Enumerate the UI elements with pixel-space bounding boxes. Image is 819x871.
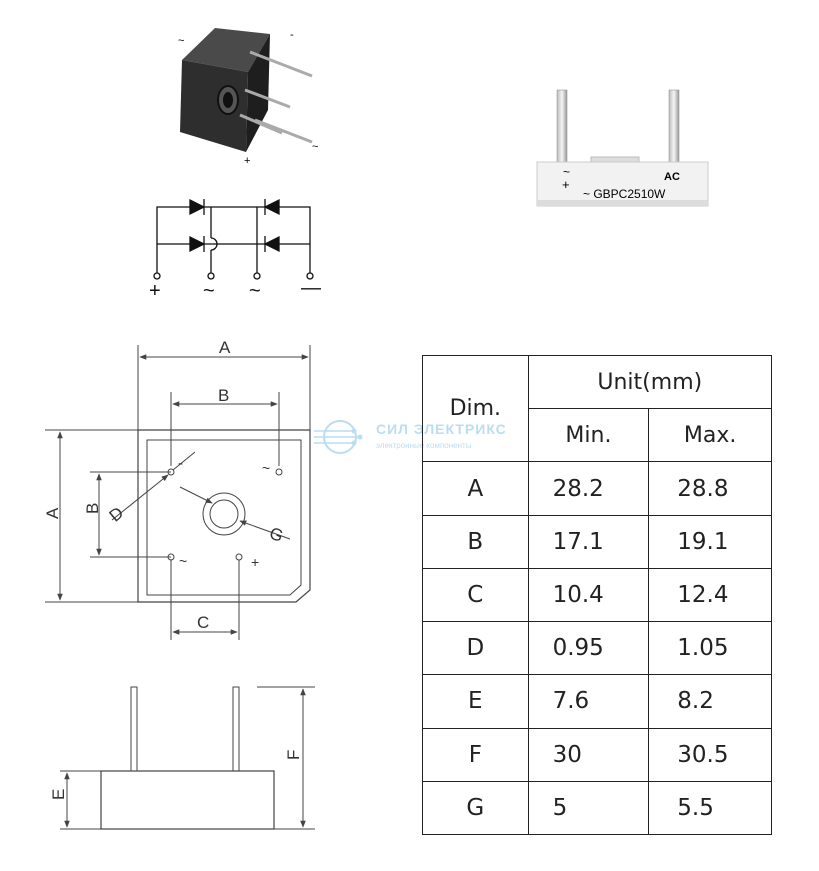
marking-tilde: ~ (563, 165, 570, 179)
schematic-terminal-labels: + ~ ~ — (149, 277, 321, 302)
pin-2 (244, 88, 291, 109)
marking-ac: AC (664, 171, 680, 183)
circuit-logo-icon (314, 420, 363, 454)
dim-label-B: B (218, 386, 229, 405)
table-row: C 10.4 12.4 (422, 567, 772, 623)
header-max: Max. (648, 408, 772, 463)
cell-min: 30 (527, 727, 650, 782)
dim-label-C: C (197, 613, 209, 632)
terminal-label-ac: ~ (203, 280, 215, 302)
body-side-face (246, 34, 270, 152)
header-min: Min. (527, 408, 650, 463)
cell-max: 30.5 (648, 727, 772, 782)
cell-dim: B (422, 514, 529, 569)
table-row: D 0.95 1.05 (422, 621, 772, 676)
bridge-schematic (153, 198, 314, 280)
mount-hole-inner (223, 92, 233, 108)
marking-plus: + (562, 177, 570, 192)
dim-label-E: E (49, 789, 68, 800)
cell-dim: D (422, 621, 529, 676)
pin-mark-ac: ~ (262, 460, 270, 476)
table-row: F 30 30.5 (422, 727, 772, 782)
top-view (45, 345, 311, 640)
table-row: E 7.6 8.2 (422, 674, 772, 729)
side-view (60, 686, 315, 830)
marking-part: ~ GBPC2510W (583, 187, 666, 201)
pin-right (668, 89, 680, 163)
cell-max: 1.05 (648, 621, 772, 676)
photo-pin-label: ~ (178, 35, 184, 47)
diode-icon (189, 235, 206, 253)
table-row: G 5 5.5 (422, 780, 772, 836)
diode-icon (263, 235, 280, 253)
body-base (537, 200, 708, 206)
dim-label-F: F (284, 750, 303, 760)
dim-label-D: D (106, 503, 128, 525)
header-dim: Dim. (422, 354, 529, 463)
diode-icon (189, 198, 206, 216)
terminal-label-ac: ~ (249, 280, 261, 302)
pin-mark-plus: + (251, 554, 259, 570)
cell-max: 5.5 (648, 780, 772, 836)
cell-min: 0.95 (527, 621, 650, 676)
side-view-labels: F E (49, 750, 303, 800)
body-front-face (180, 60, 248, 152)
cell-min: 17.1 (527, 514, 650, 569)
cell-dim: C (422, 567, 529, 623)
photo-pin-label: + (244, 155, 250, 167)
cell-min: 5 (527, 780, 650, 836)
cell-dim: A (422, 461, 529, 516)
pin-1 (249, 50, 313, 78)
dim-label-B-vertical: B (83, 503, 102, 514)
pin-mark-ac: ~ (179, 553, 187, 569)
bridge-photo: ~ - + ~ (178, 28, 318, 167)
body-side (536, 161, 709, 207)
header-unit: Unit(mm) (527, 354, 773, 410)
pin-mark-minus: - (178, 455, 183, 472)
table-row: B 17.1 19.1 (422, 514, 772, 569)
side-photo: ~ + AC ~ GBPC2510W (536, 89, 709, 207)
terminal-label-plus: + (149, 280, 161, 302)
pin-left (556, 89, 568, 163)
table-header-row: Dim. Unit(mm) (422, 354, 773, 463)
dim-label-A-vertical: A (43, 507, 62, 519)
cell-dim: E (422, 674, 529, 729)
diode-icon (263, 198, 280, 216)
top-view-labels: A B C A B D G - ~ ~ + (43, 338, 286, 632)
dimension-table: Dim. Unit(mm) Min. Max. A 28.2 28.8 B 17… (422, 354, 773, 836)
cell-max: 28.8 (648, 461, 772, 516)
photo-pin-label: - (290, 29, 294, 41)
cell-dim: F (422, 727, 529, 782)
cell-min: 28.2 (527, 461, 650, 516)
pin-4 (254, 118, 313, 144)
cell-min: 10.4 (527, 567, 650, 623)
pin-3 (239, 113, 283, 135)
dim-label-G: G (267, 523, 286, 545)
cell-max: 8.2 (648, 674, 772, 729)
cell-min: 7.6 (527, 674, 650, 729)
cell-max: 12.4 (648, 567, 772, 623)
table-row: A 28.2 28.8 (422, 461, 772, 516)
dim-label-A: A (219, 338, 231, 357)
body-top-face (182, 28, 270, 72)
photo-pin-label: ~ (312, 141, 318, 153)
cell-dim: G (422, 780, 529, 836)
cell-max: 19.1 (648, 514, 772, 569)
terminal-label-minus: — (301, 277, 321, 299)
